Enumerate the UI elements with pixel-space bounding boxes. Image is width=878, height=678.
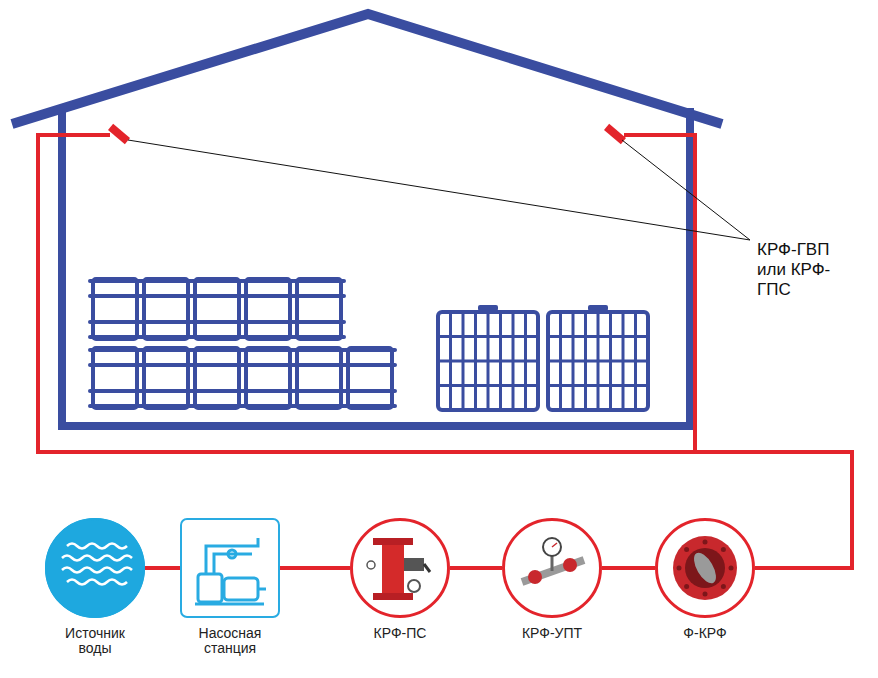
valve-node: КРФ-ПС xyxy=(350,518,450,641)
node-outline xyxy=(45,518,145,618)
water-source: Источник воды xyxy=(45,518,145,656)
bolt xyxy=(703,592,708,597)
drum xyxy=(192,348,242,408)
callout-label: КРФ-ГВП или КРФ-ГПС xyxy=(757,240,853,300)
drum xyxy=(192,279,242,339)
sprinkler xyxy=(108,124,130,144)
bolt xyxy=(684,547,689,552)
water-waves xyxy=(62,544,132,585)
warehouse-roof xyxy=(12,14,722,124)
node-outline xyxy=(502,518,602,618)
node-outline xyxy=(350,518,450,618)
bolt xyxy=(684,584,689,589)
stored-goods xyxy=(90,279,648,410)
bolt xyxy=(721,584,726,589)
pipeline xyxy=(38,135,852,568)
node-caption: КРФ-ПС xyxy=(350,626,450,641)
drum xyxy=(90,348,140,408)
pipe-connector xyxy=(145,566,180,570)
leader-line xyxy=(622,140,750,240)
bolt xyxy=(729,566,734,571)
valve-ps-icon xyxy=(367,538,430,600)
water-disc xyxy=(45,518,145,618)
node-caption: Источник воды xyxy=(45,626,145,656)
container xyxy=(438,305,538,410)
warehouse-wall xyxy=(62,108,690,426)
valve-f-icon xyxy=(673,536,737,600)
drum xyxy=(294,348,344,408)
leader-line xyxy=(128,140,750,240)
pipe-connector xyxy=(602,566,655,570)
pipe-connector xyxy=(450,566,502,570)
valve-upt-icon xyxy=(522,538,584,584)
pipe-connector xyxy=(280,566,350,570)
container xyxy=(548,305,648,410)
drum xyxy=(141,348,191,408)
drum xyxy=(141,279,191,339)
pipe xyxy=(624,135,695,452)
node-outline xyxy=(180,518,280,618)
node-caption: Насосная станция xyxy=(180,626,280,656)
bolt xyxy=(677,566,682,571)
drum xyxy=(90,279,140,339)
pipe xyxy=(38,135,852,568)
node-outline xyxy=(655,518,755,618)
drum xyxy=(243,348,293,408)
drum xyxy=(345,348,395,408)
warehouse xyxy=(12,14,722,426)
bolt xyxy=(703,540,708,545)
pump-station: Насосная станция xyxy=(180,518,280,656)
drum xyxy=(294,279,344,339)
valve-node: Ф-КРФ xyxy=(655,518,755,641)
node-caption: КРФ-УПТ xyxy=(502,626,602,641)
pump-icon xyxy=(195,538,266,604)
bolt xyxy=(721,547,726,552)
valve-node: КРФ-УПТ xyxy=(502,518,602,641)
node-caption: Ф-КРФ xyxy=(655,626,755,641)
drum xyxy=(243,279,293,339)
